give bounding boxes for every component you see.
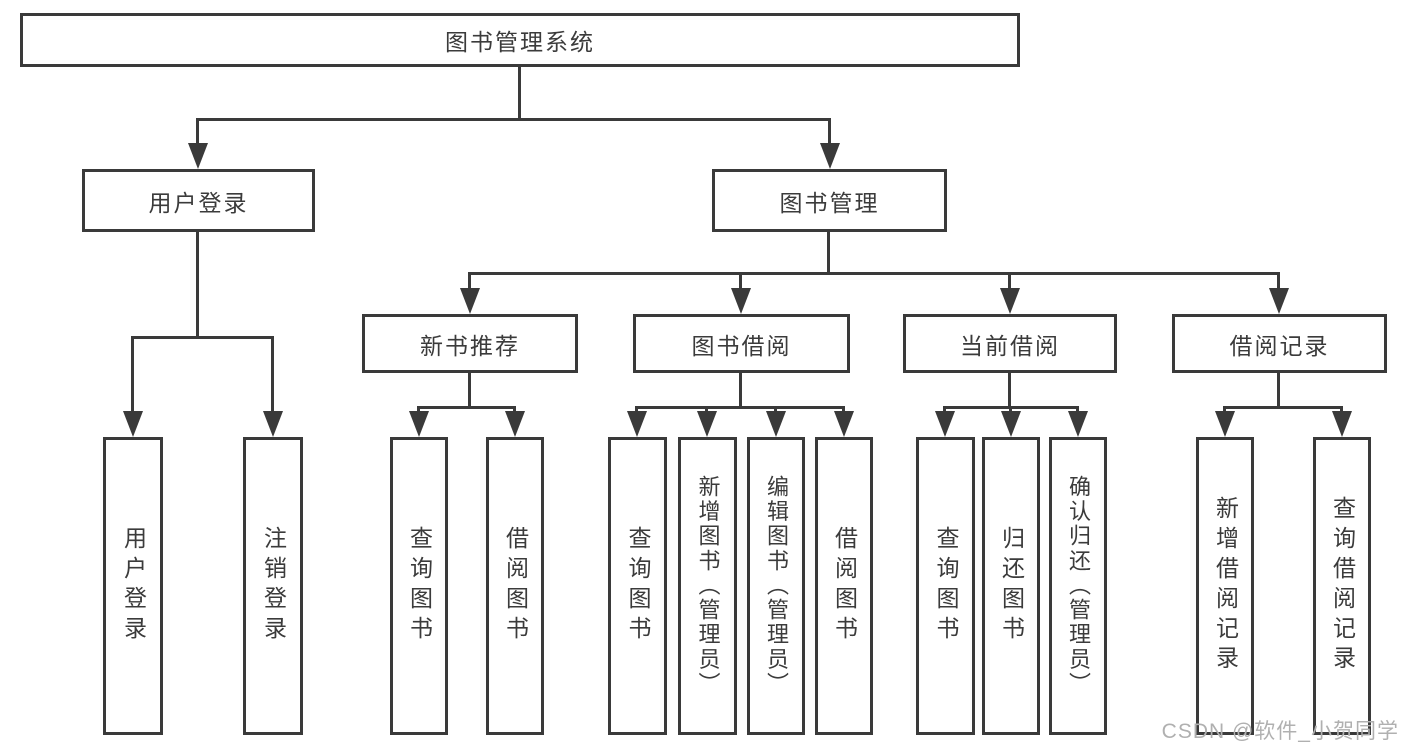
node-book-management: 图书管理 <box>712 169 947 232</box>
connector-line <box>196 232 199 338</box>
arrowhead <box>834 411 854 437</box>
leaf-query-book-newbook: 查询图书 <box>390 437 448 735</box>
connector-line <box>842 406 845 413</box>
leaf-query-book-borrow-label: 查询图书 <box>625 526 651 646</box>
leaf-query-borrow-record-label: 查询借阅记录 <box>1329 496 1356 676</box>
leaf-confirm-return-admin: 确认归还（管理员） <box>1049 437 1107 735</box>
connector-line <box>943 406 946 413</box>
leaf-add-borrow-record-label: 新增借阅记录 <box>1212 496 1239 676</box>
connector-line <box>133 336 273 339</box>
leaf-edit-book-admin: 编辑图书（管理员） <box>747 437 805 735</box>
arrowhead <box>1068 411 1088 437</box>
leaf-query-book-newbook-label: 查询图书 <box>406 526 433 646</box>
connector-line <box>470 272 1279 275</box>
connector-line <box>635 406 638 413</box>
connector-line <box>419 406 515 409</box>
connector-line <box>1008 272 1011 290</box>
arrowhead <box>263 411 283 437</box>
node-root: 图书管理系统 <box>20 13 1020 67</box>
connector-line <box>1277 373 1280 408</box>
arrowhead <box>935 411 955 437</box>
connector-line <box>705 406 708 413</box>
leaf-user-login: 用户登录 <box>103 437 163 735</box>
node-borrow-records-label: 借阅记录 <box>1229 332 1330 359</box>
node-root-label: 图书管理系统 <box>445 29 595 55</box>
arrowhead <box>460 288 480 314</box>
leaf-confirm-return-admin-label: 确认归还（管理员） <box>1066 475 1091 697</box>
connector-line <box>827 232 830 274</box>
arrowhead <box>1269 288 1289 314</box>
leaf-query-book-current: 查询图书 <box>916 437 975 735</box>
leaf-edit-book-admin-label: 编辑图书（管理员） <box>764 475 789 697</box>
node-user-login-label: 用户登录 <box>148 189 249 216</box>
leaf-user-login-label: 用户登录 <box>120 526 147 646</box>
node-current-borrow: 当前借阅 <box>903 314 1117 373</box>
arrowhead <box>188 143 208 169</box>
connector-line <box>1223 406 1226 413</box>
connector-line <box>417 406 420 413</box>
connector-line <box>774 406 777 413</box>
connector-line <box>1008 373 1011 408</box>
connector-line <box>1076 406 1079 413</box>
connector-line <box>513 406 516 413</box>
leaf-query-book-borrow: 查询图书 <box>608 437 667 735</box>
leaf-borrow-book-newbook: 借阅图书 <box>486 437 544 735</box>
arrowhead <box>766 411 786 437</box>
node-current-borrow-label: 当前借阅 <box>960 332 1060 359</box>
arrowhead <box>409 411 429 437</box>
connector-line <box>131 336 134 413</box>
node-new-book-recommend-label: 新书推荐 <box>420 332 520 359</box>
leaf-add-book-admin: 新增图书（管理员） <box>678 437 737 735</box>
node-book-borrow: 图书借阅 <box>633 314 850 373</box>
arrowhead <box>627 411 647 437</box>
connector-line <box>1340 406 1343 413</box>
node-book-borrow-label: 图书借阅 <box>691 332 792 359</box>
arrowhead <box>505 411 525 437</box>
csdn-watermark: CSDN @软件_小贺同学 <box>1161 720 1399 743</box>
leaf-borrow-book: 借阅图书 <box>815 437 873 735</box>
arrowhead <box>820 143 840 169</box>
leaf-borrow-book-label: 借阅图书 <box>831 526 858 646</box>
arrowhead <box>1000 288 1020 314</box>
leaf-query-book-current-label: 查询图书 <box>933 526 959 646</box>
arrowhead <box>1001 411 1021 437</box>
leaf-query-borrow-record: 查询借阅记录 <box>1313 437 1371 735</box>
arrowhead <box>1332 411 1352 437</box>
leaf-add-borrow-record: 新增借阅记录 <box>1196 437 1254 735</box>
leaf-logout: 注销登录 <box>243 437 303 735</box>
leaf-add-book-admin-label: 新增图书（管理员） <box>695 475 721 697</box>
arrowhead <box>123 411 143 437</box>
connector-line <box>1009 406 1012 413</box>
connector-line <box>637 406 844 409</box>
node-borrow-records: 借阅记录 <box>1172 314 1387 373</box>
connector-line <box>196 118 199 147</box>
connector-line <box>518 67 521 120</box>
connector-line <box>828 118 831 147</box>
connector-line <box>468 272 471 290</box>
connector-line <box>739 272 742 290</box>
arrowhead <box>731 288 751 314</box>
arrowhead <box>697 411 717 437</box>
arrowhead <box>1215 411 1235 437</box>
node-user-login: 用户登录 <box>82 169 315 232</box>
connector-line <box>271 336 274 413</box>
connector-line <box>739 373 742 408</box>
connector-line <box>468 373 471 408</box>
connector-line <box>1277 272 1280 290</box>
node-new-book-recommend: 新书推荐 <box>362 314 578 373</box>
node-book-management-label: 图书管理 <box>779 189 880 216</box>
connector-line <box>1225 406 1342 409</box>
leaf-logout-label: 注销登录 <box>260 526 287 646</box>
leaf-borrow-book-newbook-label: 借阅图书 <box>502 526 529 646</box>
leaf-return-book: 归还图书 <box>982 437 1040 735</box>
connector-line <box>198 118 830 121</box>
leaf-return-book-label: 归还图书 <box>998 526 1025 646</box>
